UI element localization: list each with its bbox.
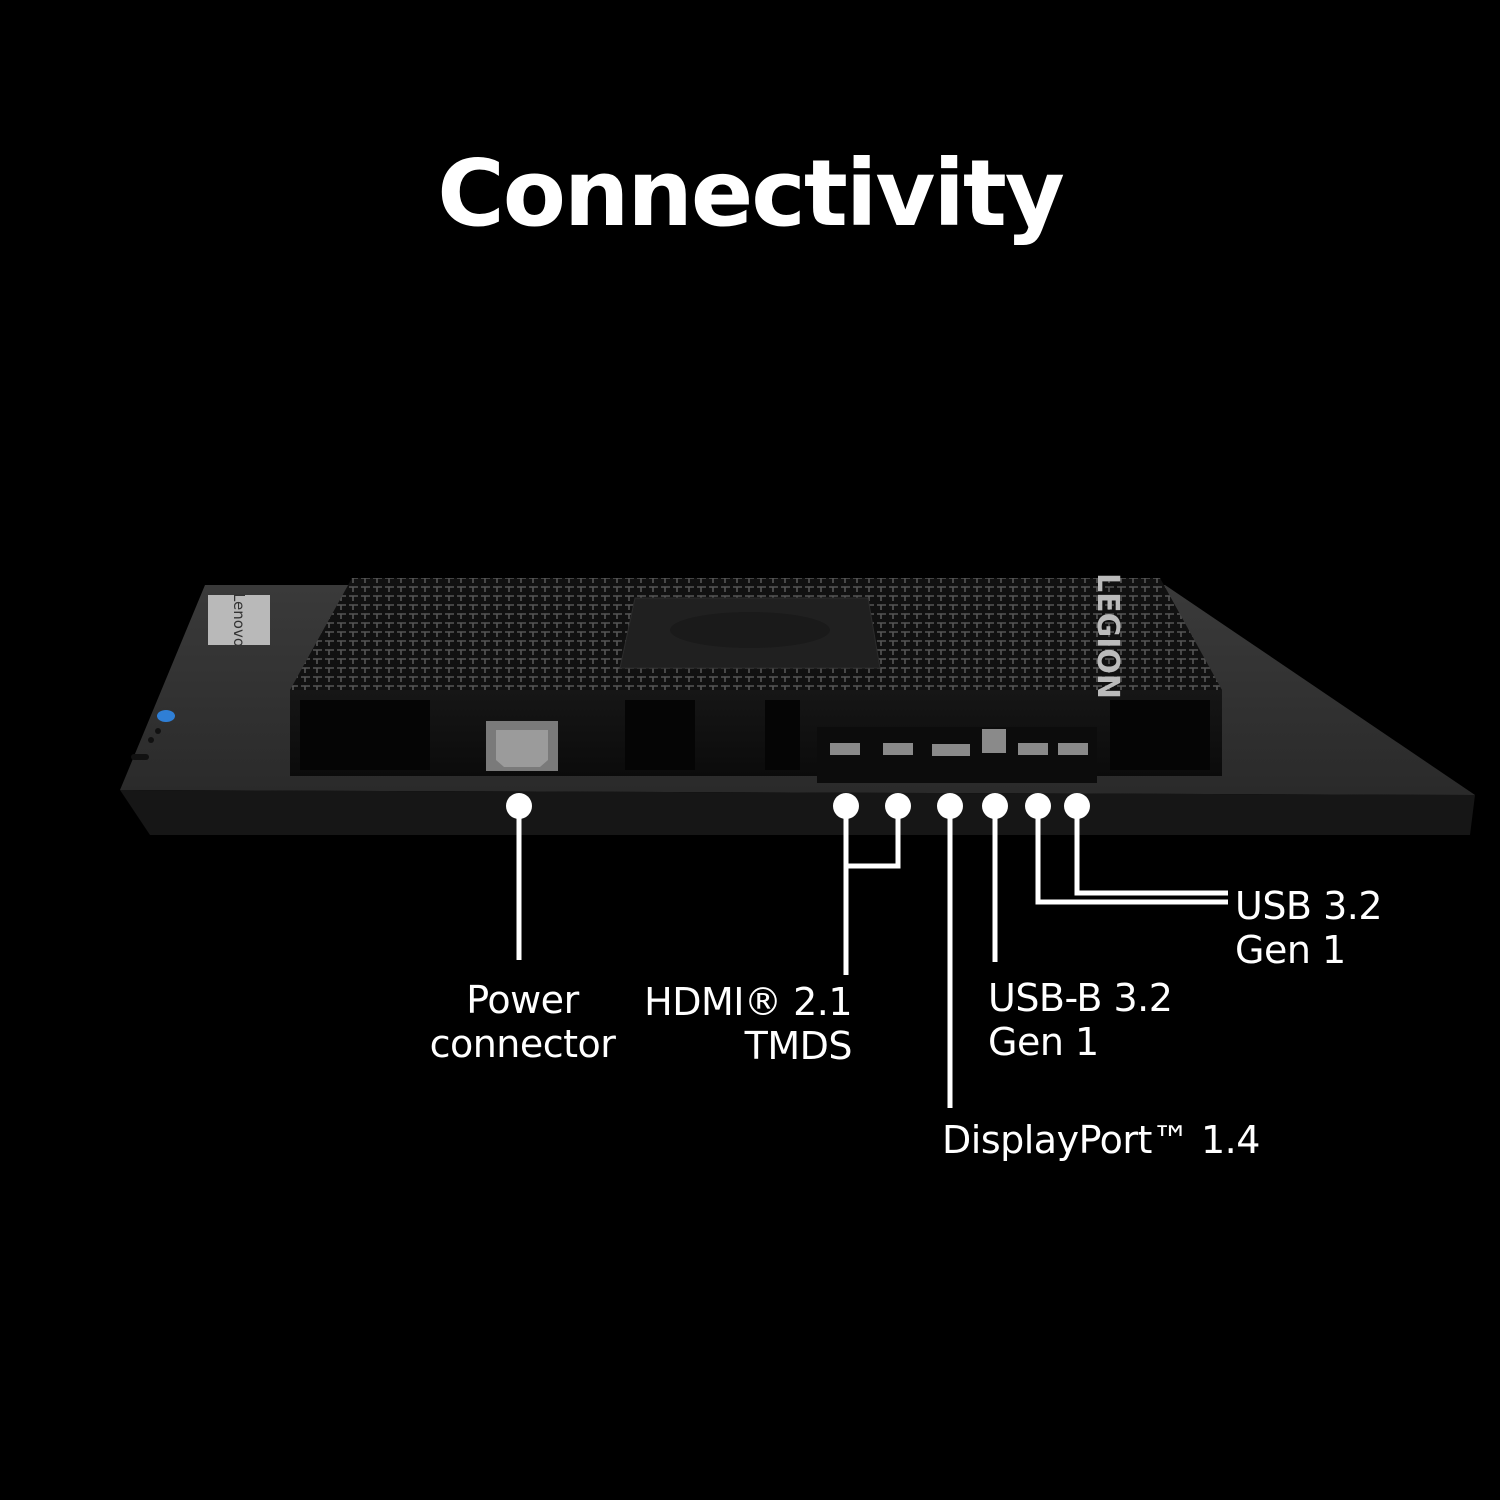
callout-line: USB-B 3.2 [988,976,1173,1020]
callout-usb: USB 3.2 Gen 1 [1235,884,1383,972]
callout-line: connector [429,1022,616,1066]
displayport-port [932,744,970,756]
legion-logo: LEGION [1090,573,1125,699]
callout-line: Gen 1 [988,1020,1099,1064]
callout-usb-b: USB-B 3.2 Gen 1 [988,976,1173,1064]
callout-line: Gen 1 [1235,928,1346,972]
callout-line: TMDS [744,1024,853,1068]
hdmi-port-2 [883,743,913,755]
callout-line: USB 3.2 [1235,884,1383,928]
hdmi-port-1 [830,743,860,755]
page-title: Connectivity [437,140,1065,247]
callout-line: HDMI® 2.1 [644,980,852,1024]
usb-port-2 [1058,743,1088,755]
callout-lines [516,806,1228,1108]
monitor-edge [120,790,1475,835]
usb-port-1 [1018,743,1048,755]
callout-power: Power connector [400,978,645,1066]
callout-line: DisplayPort™ 1.4 [942,1118,1260,1162]
callout-hdmi: HDMI® 2.1 TMDS [644,980,852,1068]
lenovo-logo-text: Lenovo [230,593,248,647]
callout-displayport: DisplayPort™ 1.4 [942,1118,1260,1162]
callout-line: Power [466,978,579,1022]
joystick-button [157,710,175,722]
callout-dots [506,793,1090,819]
usb-b-port [982,729,1006,753]
lenovo-badge: Lenovo [208,593,270,647]
